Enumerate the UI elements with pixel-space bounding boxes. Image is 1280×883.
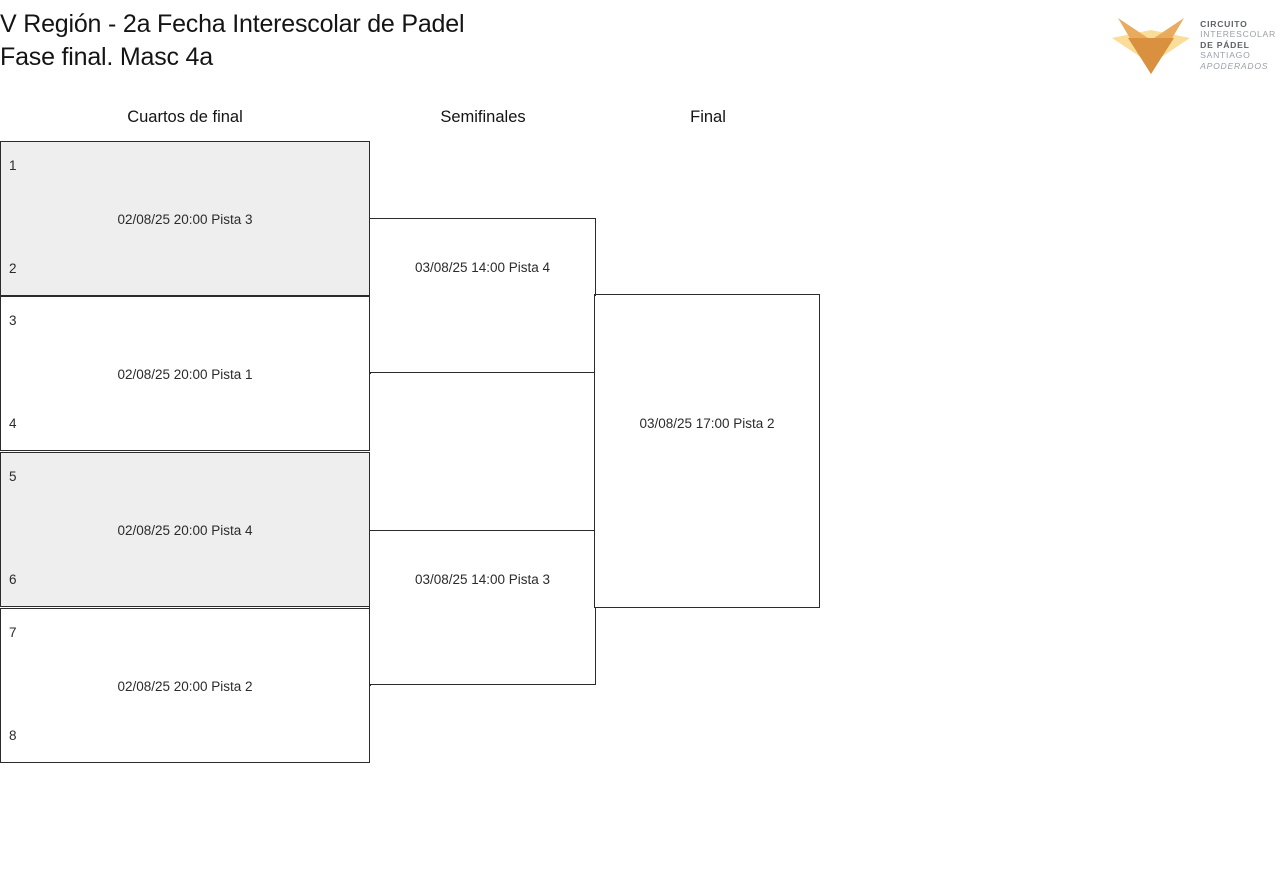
seed-number: 8 xyxy=(9,727,17,743)
round-header-quarterfinals: Cuartos de final xyxy=(127,108,243,126)
match-box-quarterfinal-4[interactable]: 7 02/08/25 20:00 Pista 2 8 xyxy=(0,608,370,763)
match-box-final[interactable]: 03/08/25 17:00 Pista 2 xyxy=(594,294,820,608)
bracket-connector-qf2 xyxy=(369,373,371,374)
page-title-line-2: Fase final. Masc 4a xyxy=(0,43,213,71)
match-schedule-label: 02/08/25 20:00 Pista 1 xyxy=(117,367,253,382)
match-box-quarterfinal-3[interactable]: 5 02/08/25 20:00 Pista 4 6 xyxy=(0,452,370,607)
brand-logo: CIRCUITO INTERESCOLAR DE PÁDEL SANTIAGO … xyxy=(1112,12,1276,78)
match-schedule-label: 03/08/25 14:00 Pista 4 xyxy=(414,260,551,275)
match-box-semifinal-2[interactable]: 03/08/25 14:00 Pista 3 xyxy=(369,530,596,685)
round-header-semifinals: Semifinales xyxy=(440,108,526,126)
match-schedule-label: 02/08/25 20:00 Pista 3 xyxy=(117,212,253,227)
brand-line-3: DE PÁDEL xyxy=(1200,39,1250,50)
brand-line-2: INTERESCOLAR xyxy=(1200,29,1276,40)
bracket-connector-qf1 xyxy=(369,218,371,219)
bracket-connector-qf4 xyxy=(369,685,371,686)
brand-line-5: APODERADOS xyxy=(1200,60,1269,71)
match-box-semifinal-1[interactable]: 03/08/25 14:00 Pista 4 xyxy=(369,218,596,373)
seed-number: 6 xyxy=(9,571,17,587)
match-schedule-label: 02/08/25 20:00 Pista 4 xyxy=(117,523,253,538)
match-schedule-label: 03/08/25 14:00 Pista 3 xyxy=(414,572,551,587)
bracket-connector-qf3 xyxy=(369,530,371,531)
seed-number: 4 xyxy=(9,415,17,431)
seed-number: 7 xyxy=(9,625,17,640)
match-box-quarterfinal-2[interactable]: 3 02/08/25 20:00 Pista 1 4 xyxy=(0,296,370,451)
circuito-arrow-logo-icon xyxy=(1112,18,1191,74)
page-title: V Región - 2a Fecha Interescolar de Pade… xyxy=(0,8,900,74)
bracket-connector-sf1 xyxy=(594,295,596,296)
seed-number: 5 xyxy=(9,469,17,484)
brand-wordmark: CIRCUITO INTERESCOLAR DE PÁDEL SANTIAGO … xyxy=(1200,19,1276,72)
brand-line-4: SANTIAGO xyxy=(1200,50,1251,61)
seed-number: 2 xyxy=(9,260,17,276)
seed-number: 1 xyxy=(9,158,17,173)
brand-line-1: CIRCUITO xyxy=(1200,18,1248,29)
match-schedule-label: 02/08/25 20:00 Pista 2 xyxy=(117,679,253,694)
seed-number: 3 xyxy=(9,313,17,328)
bracket-connector-sf2 xyxy=(594,607,596,608)
page-title-line-1: V Región - 2a Fecha Interescolar de Pade… xyxy=(0,10,465,38)
round-header-final: Final xyxy=(690,108,726,126)
match-box-quarterfinal-1[interactable]: 1 02/08/25 20:00 Pista 3 2 xyxy=(0,141,370,296)
match-schedule-label: 03/08/25 17:00 Pista 2 xyxy=(639,416,775,431)
